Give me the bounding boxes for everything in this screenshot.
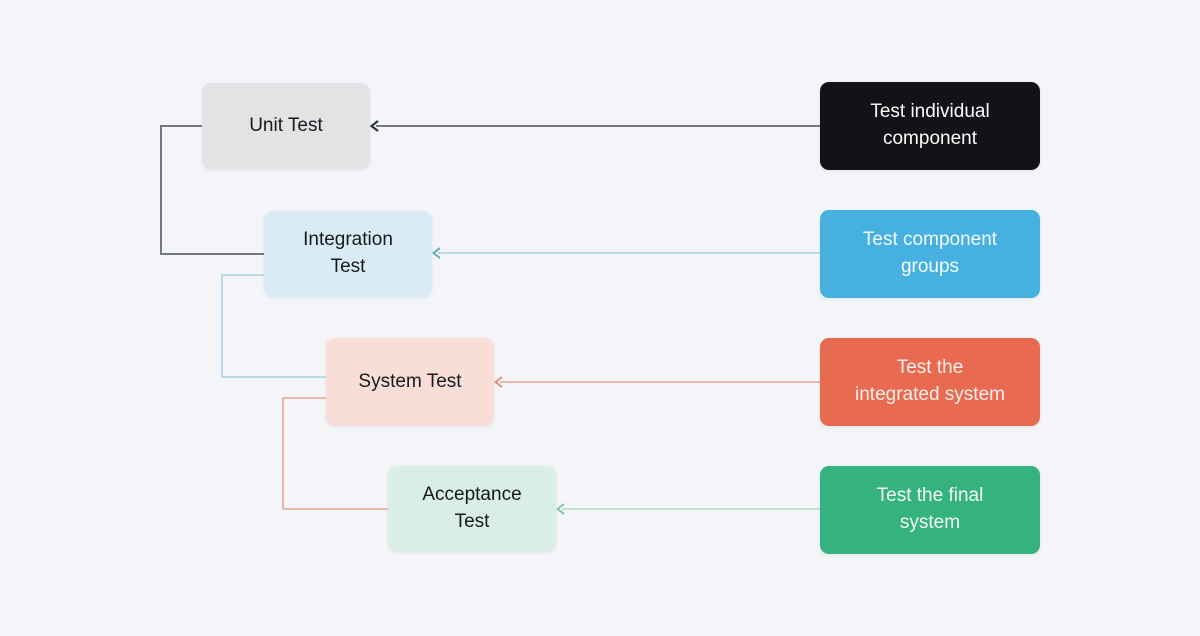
node-system-test: System Test [326, 338, 494, 426]
node-desc-unit: Test individual component [820, 82, 1040, 170]
node-desc-integration-label: Test component groups [862, 229, 998, 277]
node-integration-test: Integration Test [264, 211, 432, 297]
node-integration-test-label: Integration Test [303, 229, 393, 277]
node-unit-test: Unit Test [202, 83, 370, 169]
node-desc-integration: Test component groups [820, 210, 1040, 298]
arrowhead-acceptance [556, 503, 565, 515]
arrowhead-integration [432, 247, 441, 259]
node-acceptance-test: Acceptance Test [388, 466, 556, 552]
node-system-test-label: System Test [358, 370, 462, 392]
node-desc-acceptance-label: Test the final system [876, 485, 984, 533]
node-unit-test-label: Unit Test [249, 114, 323, 136]
node-desc-acceptance: Test the final system [820, 466, 1040, 554]
arrowhead-unit [369, 120, 379, 132]
node-desc-unit-label: Test individual component [870, 101, 990, 149]
node-acceptance-test-label: Acceptance Test [422, 484, 522, 532]
arrowhead-system [494, 376, 503, 388]
node-desc-system-label: Test the integrated system [855, 357, 1005, 405]
node-desc-system: Test the integrated system [820, 338, 1040, 426]
